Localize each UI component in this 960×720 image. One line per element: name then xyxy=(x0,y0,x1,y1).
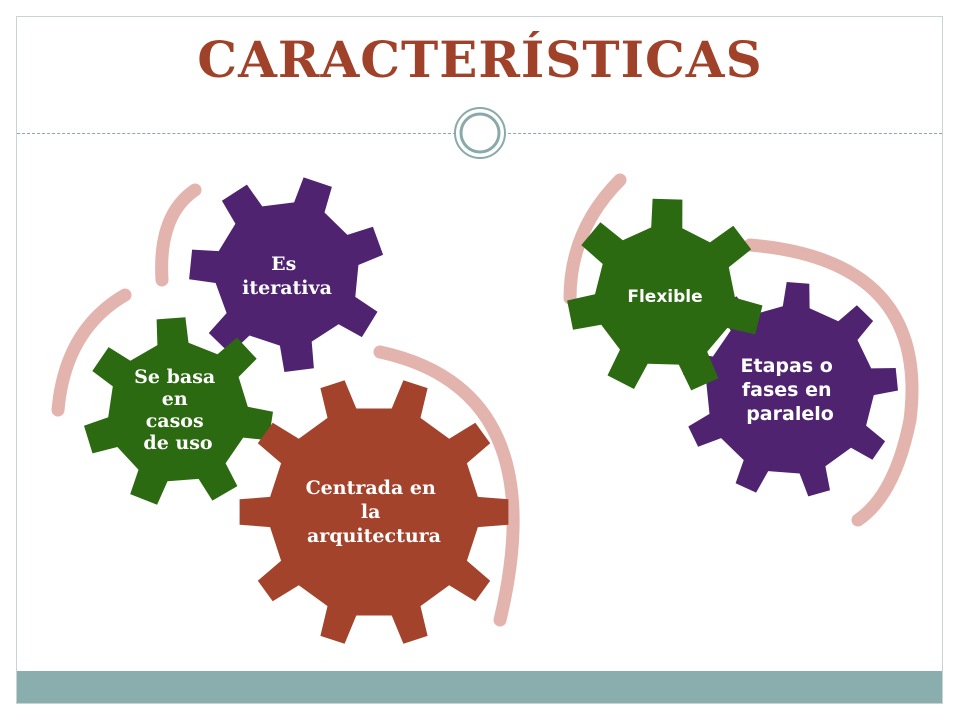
gear-iterative xyxy=(189,177,384,372)
gear-label-use-cases: Se basa en casos de uso xyxy=(134,366,222,454)
slide-title: CARACTERÍSTICAS xyxy=(197,30,763,89)
gear-label-architecture: Centrada en la arquitectura xyxy=(306,477,443,547)
gear-label-iterative: Es iterativa xyxy=(242,253,332,299)
gear-flexible xyxy=(567,198,763,391)
arrow-cycle-left xyxy=(51,288,132,417)
arrow-cycle-right xyxy=(373,345,520,627)
gear-label-parallel: Etapas o fases en paralelo xyxy=(741,355,840,425)
arrow-cycle-big-right xyxy=(743,238,919,527)
gear-parallel xyxy=(683,282,898,497)
cycle-arrows-left xyxy=(51,183,520,627)
cycle-arrows-right xyxy=(563,173,919,527)
gear-use-cases xyxy=(84,317,273,505)
gear-label-flexible: Flexible xyxy=(627,287,702,307)
arrow-cycle-top xyxy=(155,183,202,287)
divider-ring xyxy=(454,107,506,159)
footer-bar xyxy=(17,671,942,703)
slide-frame xyxy=(16,16,943,704)
gear-architecture xyxy=(239,380,509,644)
arrow-cycle-top-right xyxy=(563,173,627,305)
